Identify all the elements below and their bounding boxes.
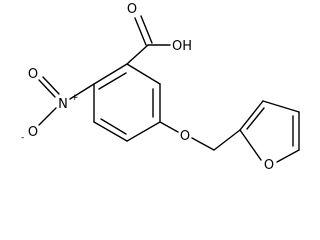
nitro-o-bond [38,107,57,126]
carboxyl-hydroxyl-label: OH [172,39,192,54]
chemical-structure: O OH N + O O - O O [21,2,300,173]
carboxyl-oxygen-label: O [127,2,137,17]
aryl-oxygen-bond [159,121,179,133]
furan-double-bond [246,107,265,130]
benzene-bond [93,63,128,85]
nitro-nitrogen-label: N [58,97,68,112]
nitro-nitrogen-charge: + [71,93,79,103]
nitro-o-bond [42,76,60,95]
nitro-oxygen-charge: - [21,133,24,143]
nitro-group: N + O O - [21,67,95,143]
furan-bond [239,100,264,131]
nitro-o-bond [38,79,56,98]
carboxyl-group: O OH [126,2,192,65]
ether-oxygen-label: O [180,129,190,144]
nitro-oxygen-top-label: O [28,67,38,82]
benzene-bond [126,121,161,142]
carboxyl-bond [126,44,149,65]
nitro-oxygen-bottom-label: O [28,125,38,140]
nitro-bond [69,83,95,100]
furan-bond [276,149,300,163]
benzene-bond [93,121,128,142]
benzene-double-bond [98,72,127,90]
ch2-furan-bond [213,129,241,151]
furan-oxygen-label: O [264,158,274,173]
benzene-double-bond [100,118,127,135]
ether-linker: O [159,121,241,151]
carboxyl-double-bond [140,15,153,44]
benzene-ring [93,63,161,142]
furan-bond [239,129,262,161]
oxygen-ch2-bond [191,137,215,151]
furan-ring: O [239,100,300,173]
furan-bond [262,100,300,113]
benzene-bond [126,63,161,85]
carboxyl-double-bond [134,17,147,46]
